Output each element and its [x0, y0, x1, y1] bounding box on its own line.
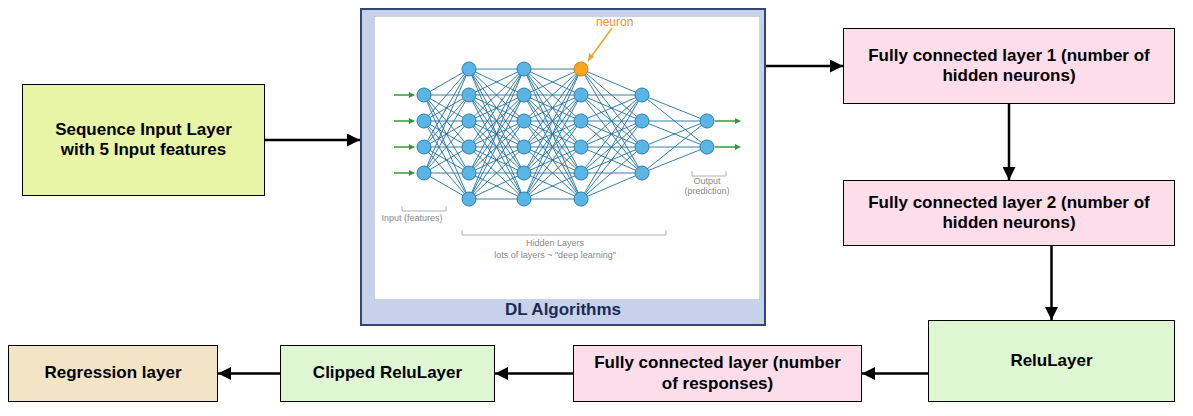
node-label: DL Algorithms [505, 300, 621, 320]
flow-arrow [862, 372, 928, 375]
layer-box: Fully connected layer 1 (number of hidde… [843, 28, 1175, 104]
annotation-label: Input (features) [377, 213, 447, 223]
activation-box: Clipped ReluLayer [280, 345, 495, 402]
flow-arrow [265, 139, 360, 142]
annotation-label: Hidden Layers [450, 238, 660, 248]
node-label: Clipped ReluLayer [313, 363, 462, 383]
node-label: Regression layer [44, 363, 181, 383]
flow-arrow [495, 372, 573, 375]
node-label: ReluLayer [1010, 351, 1092, 371]
input-layer-box: Sequence Input Layer with 5 Input featur… [22, 84, 265, 196]
flow-arrow [766, 65, 843, 68]
callout-label: neuron [596, 16, 656, 30]
node-label: Fully connected layer 1 (number of hidde… [859, 46, 1159, 87]
flow-arrow [1008, 104, 1011, 180]
annotation-label: Output (prediction) [678, 176, 736, 197]
output-layer-box: Regression layer [8, 345, 218, 402]
node-label: Fully connected layer 2 (number of hidde… [859, 193, 1159, 234]
algorithm-panel: DL Algorithms [360, 8, 766, 326]
flow-arrow [218, 372, 280, 375]
node-label: Sequence Input Layer with 5 Input featur… [53, 120, 235, 161]
activation-box: ReluLayer [928, 320, 1175, 402]
layer-box: Fully connected layer 2 (number of hidde… [843, 180, 1175, 246]
flow-arrow [1050, 246, 1053, 320]
annotation-label: lots of layers ~ "deep learning" [450, 250, 660, 260]
node-label: Fully connected layer (number of respons… [588, 353, 848, 394]
layer-box: Fully connected layer (number of respons… [573, 345, 862, 402]
